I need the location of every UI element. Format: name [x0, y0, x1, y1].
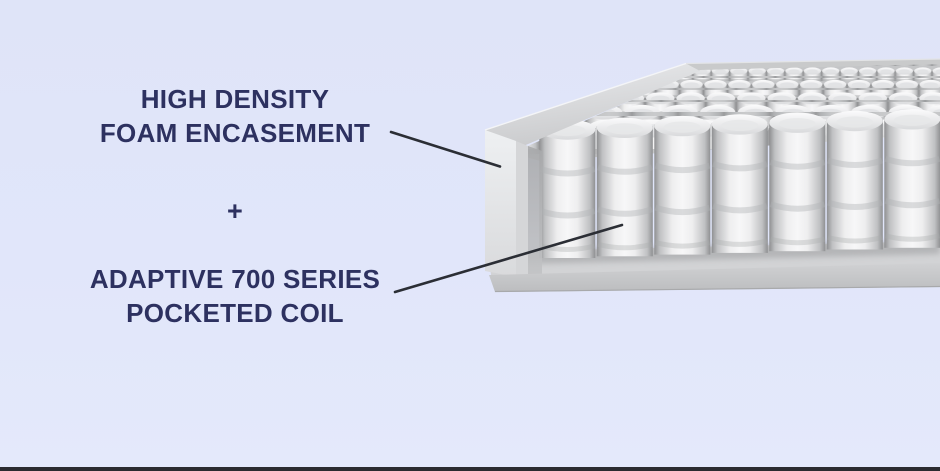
- coil-label: ADAPTIVE 700 SERIES POCKETED COIL: [40, 262, 430, 330]
- encasement-label-line1: HIGH DENSITY: [140, 84, 330, 114]
- coil-label-line1: ADAPTIVE 700 SERIES: [89, 264, 381, 294]
- letterbox-bottom: [0, 467, 940, 471]
- plus-separator: +: [226, 196, 244, 226]
- front-coil-row: [539, 109, 940, 258]
- base-front: [489, 263, 940, 293]
- encasement-label: HIGH DENSITY FOAM ENCASEMENT: [40, 82, 430, 150]
- leader-line-encasement: [389, 130, 502, 168]
- encasement-label-line2: FOAM ENCASEMENT: [99, 118, 371, 148]
- leader-line-coil: [393, 223, 624, 294]
- coil-label-line2: POCKETED COIL: [126, 298, 344, 328]
